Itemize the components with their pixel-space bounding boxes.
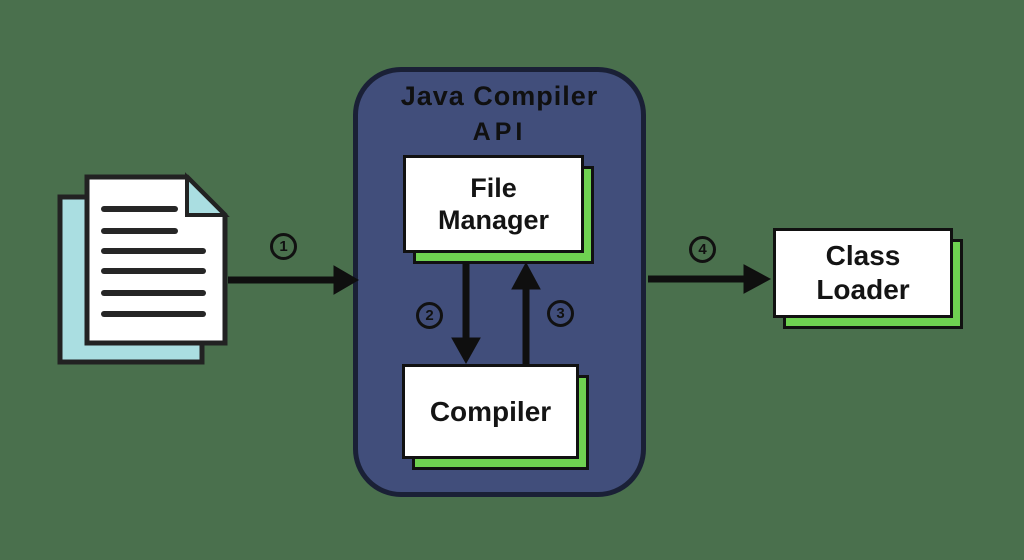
panel-title-line2: API xyxy=(472,118,527,146)
class-loader-box: Class Loader xyxy=(773,228,963,329)
front-page xyxy=(84,174,228,346)
folded-corner xyxy=(185,172,230,217)
step-1-badge: 1 xyxy=(270,233,297,260)
step-4-number: 4 xyxy=(698,241,707,258)
compiler-box: Compiler xyxy=(402,364,589,470)
panel-title-line1: Java Compiler xyxy=(400,81,599,111)
step-2-badge: 2 xyxy=(416,302,443,329)
compiler-box-face: Compiler xyxy=(402,364,579,459)
compiler-label: Compiler xyxy=(429,395,552,427)
class-loader-label-line2: Loader xyxy=(816,274,910,305)
step-4-badge: 4 xyxy=(689,236,716,263)
class-loader-box-face: Class Loader xyxy=(773,228,953,318)
panel-title: Java Compiler API xyxy=(358,72,641,149)
step-3-number: 3 xyxy=(556,305,565,322)
step-2-number: 2 xyxy=(425,307,434,324)
document-stack-svg xyxy=(57,172,230,365)
text-lines xyxy=(101,206,206,317)
class-loader-label-line1: Class xyxy=(825,240,901,272)
file-manager-label-line2: Manager xyxy=(437,205,550,235)
document-stack-icon xyxy=(55,172,240,377)
arrow-4-right-icon xyxy=(648,264,772,294)
file-manager-box: File Manager xyxy=(403,155,594,264)
file-manager-box-face: File Manager xyxy=(403,155,584,253)
file-manager-label-line1: File xyxy=(470,172,517,203)
step-3-badge: 3 xyxy=(547,300,574,327)
step-1-number: 1 xyxy=(279,238,288,255)
arrow-1-right-icon xyxy=(228,265,359,295)
